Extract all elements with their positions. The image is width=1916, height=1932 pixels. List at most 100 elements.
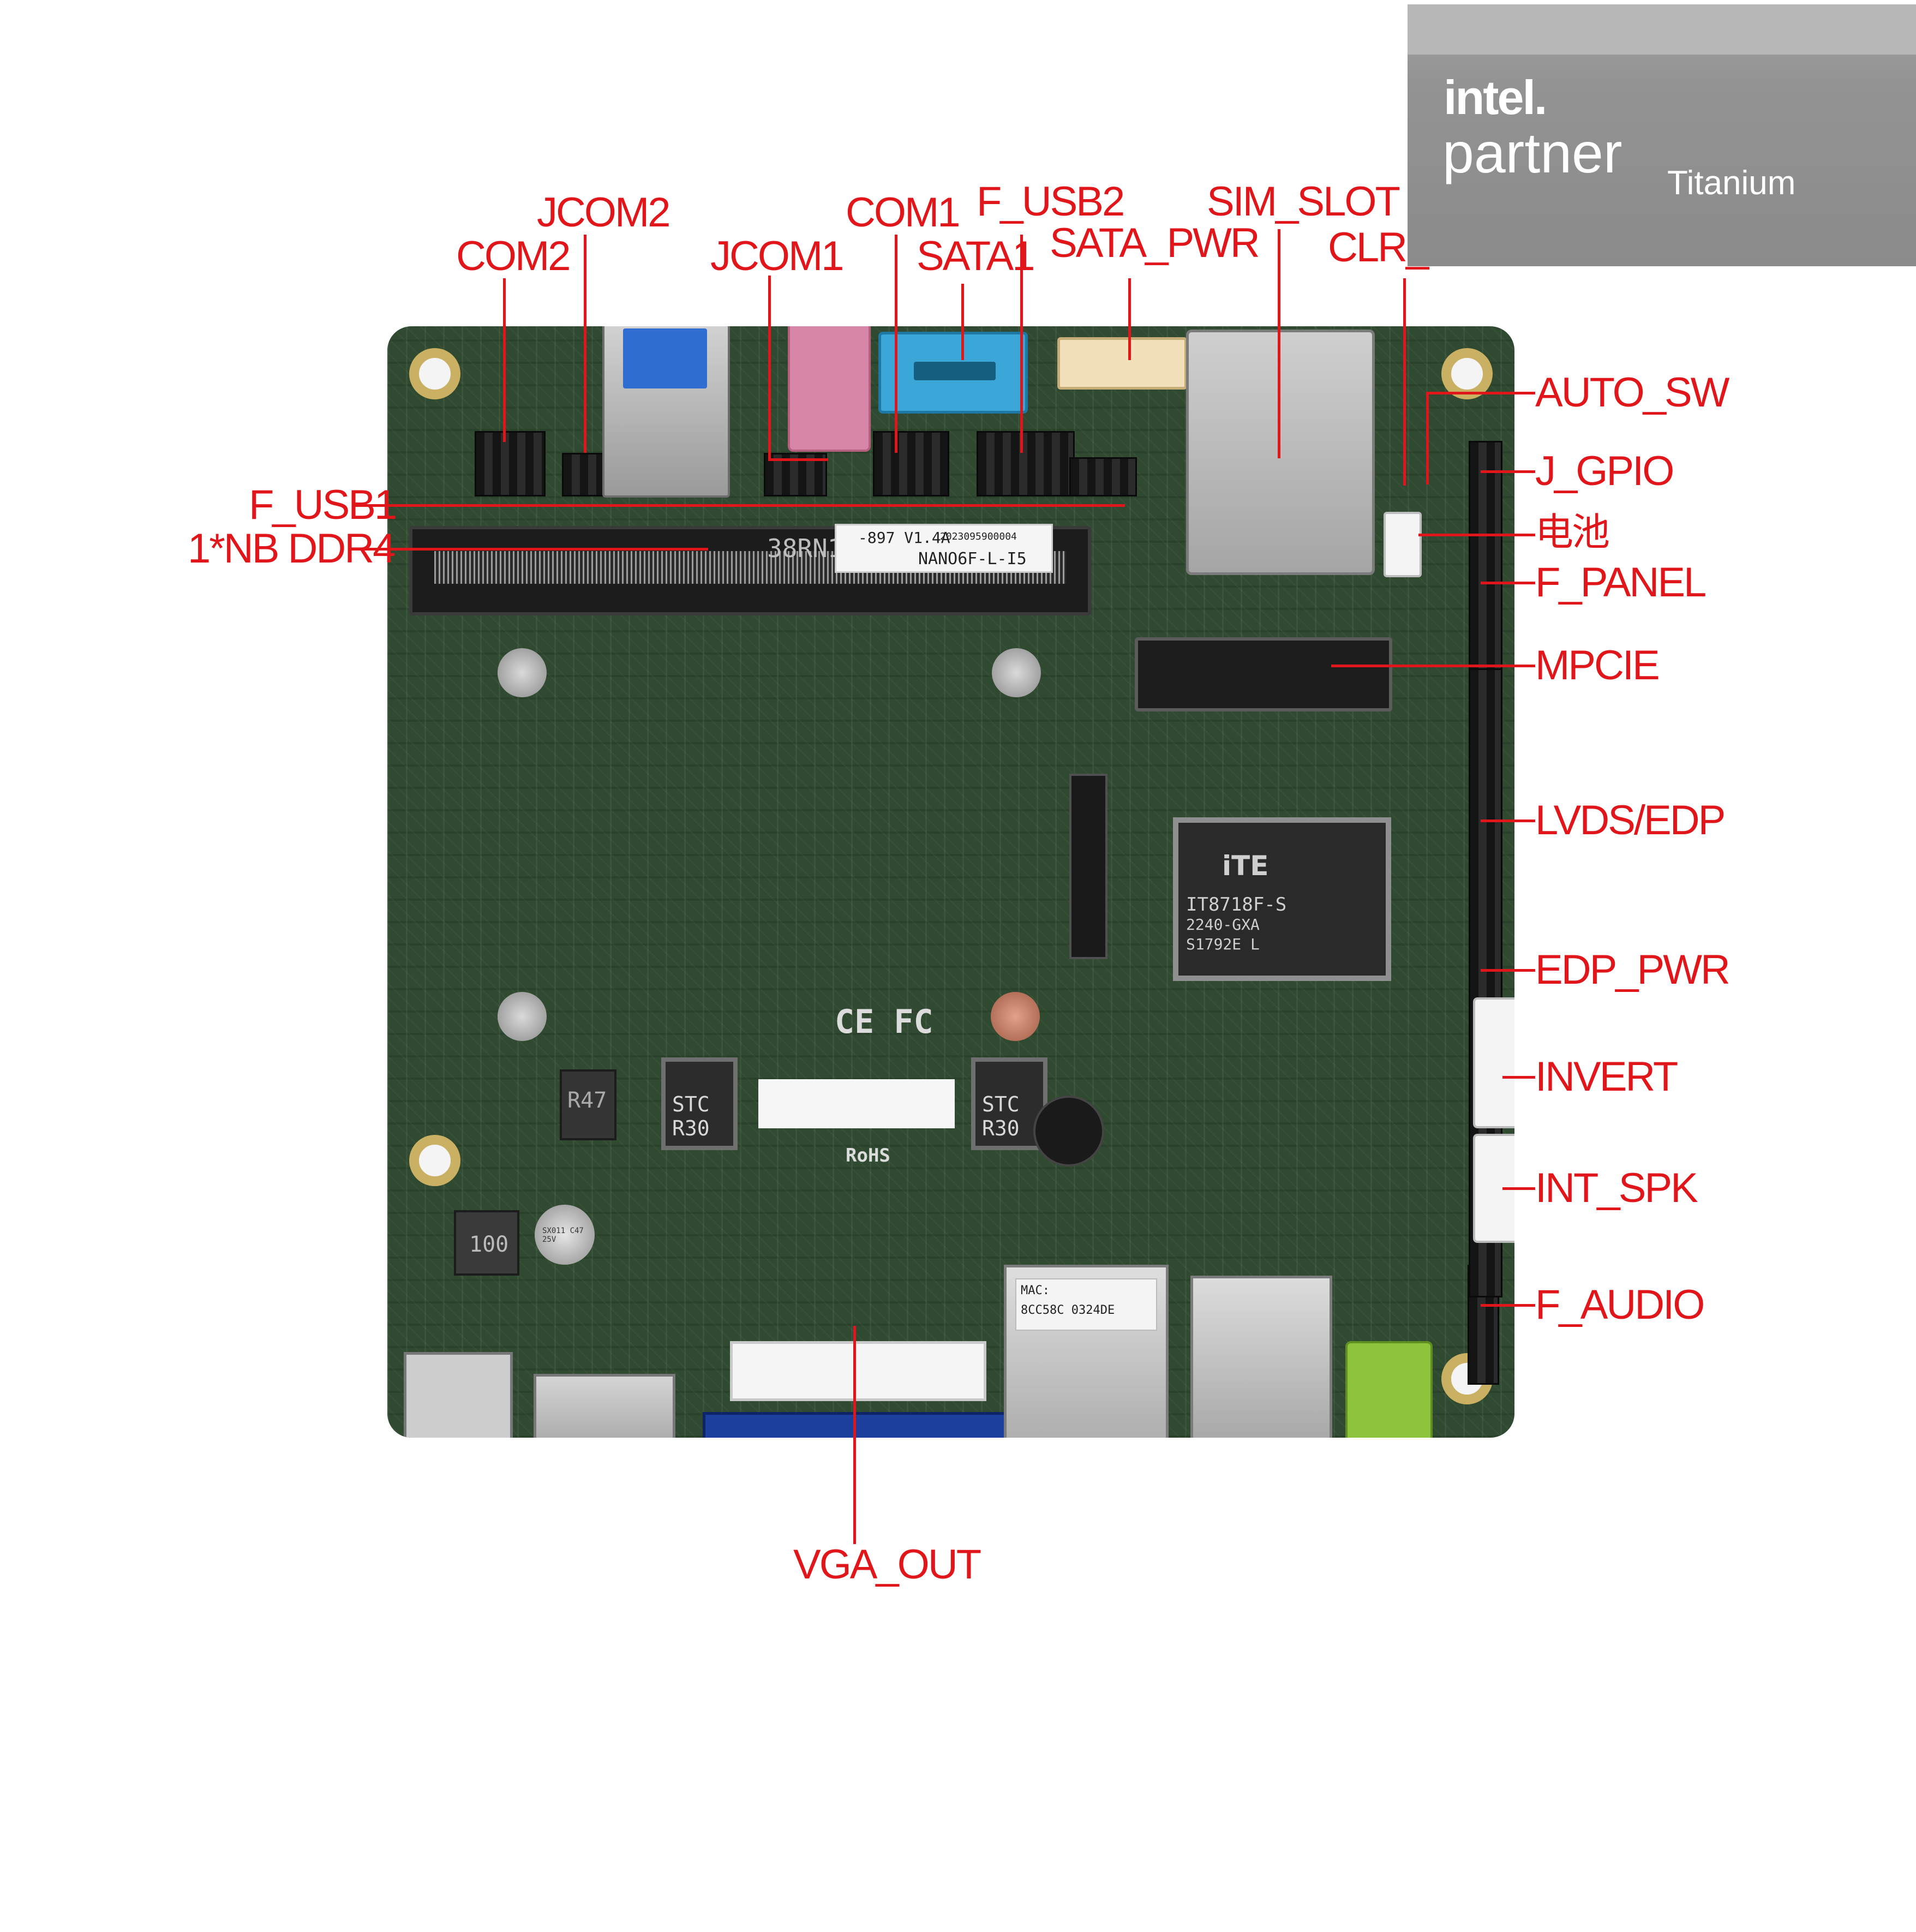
leader-j-gpio [1481, 470, 1535, 473]
white-label-strip [758, 1079, 955, 1128]
leader-sata-pwr [1128, 278, 1131, 360]
hdmi-port [534, 1374, 675, 1438]
model-version-text: -897 V1.4A [858, 529, 950, 547]
leader-invert [1502, 1076, 1535, 1079]
sata-pwr-connector [1057, 337, 1187, 390]
label-battery: 电池 [1535, 510, 1610, 554]
dual-usb-port [1190, 1276, 1332, 1438]
mounting-hole-top-left [409, 348, 460, 399]
label-f-audio: F_AUDIO [1535, 1282, 1705, 1328]
leader-f-panel [1481, 582, 1535, 584]
serial-text: 2023095900004 [940, 531, 1017, 542]
label-f-usb2: F_USB2 [977, 178, 1125, 225]
inductor-right-text: STC R30 [982, 1092, 1020, 1140]
leader-vga-out [853, 1326, 856, 1544]
screw-top-mid [992, 648, 1041, 697]
tier-text: Titanium [1667, 164, 1796, 202]
label-j-gpio: J_GPIO [1535, 448, 1674, 494]
label-sata-pwr: SATA_PWR [1050, 220, 1260, 266]
capacitor: SX011 C47 25V [535, 1205, 595, 1265]
audio-jack-pink [788, 326, 871, 452]
battery-connector [1384, 512, 1422, 577]
sim-slot [1186, 330, 1375, 575]
screw-mid-center [991, 992, 1040, 1041]
inductor-100-text: 100 [469, 1232, 509, 1257]
sata1-connector [878, 332, 1028, 414]
com1-header [873, 431, 949, 497]
inductor-r47: R47 [560, 1069, 616, 1140]
leader-auto-sw-h [1426, 392, 1535, 394]
leader-lvds-edp [1481, 820, 1535, 822]
label-sata1: SATA1 [917, 233, 1035, 279]
label-int-spk: INT_SPK [1535, 1165, 1698, 1211]
screw-mid-left [498, 992, 547, 1041]
leader-f-usb2 [1020, 235, 1023, 453]
lan-port: MAC: 8CC58C 0324DE [1004, 1265, 1169, 1438]
mac-value: 8CC58C 0324DE [1021, 1303, 1115, 1317]
capacitor-marking: SX011 C47 25V [542, 1227, 584, 1244]
intel-logo: intel. [1444, 70, 1547, 124]
label-ddr4: 1*NB DDR4 [188, 525, 396, 572]
inductor-100: 100 [454, 1210, 519, 1276]
mac-sticker: MAC: 8CC58C 0324DE [1015, 1278, 1157, 1331]
leader-mpcie [1331, 665, 1535, 667]
label-vga-out: VGA_OUT [793, 1541, 981, 1588]
f-usb1-header [1069, 457, 1137, 497]
leader-jcom1-h [768, 458, 828, 461]
label-com2: COM2 [456, 233, 571, 279]
leader-auto-sw-v [1426, 392, 1429, 485]
ite-brand-text: iTE [1222, 850, 1269, 882]
motherboard: 38RN1 -897 V1.4A NANO6F-L-I5 20230959000… [387, 326, 1514, 1438]
ddr-slot-marking: 38RN1 [767, 534, 843, 563]
usb3-port [602, 326, 730, 498]
gpio-header [1469, 441, 1502, 670]
label-jcom1: JCOM1 [710, 233, 845, 279]
label-com1: COM1 [846, 189, 961, 236]
label-jcom2: JCOM2 [537, 189, 671, 236]
badge-top-band [1408, 4, 1916, 55]
label-f-panel: F_PANEL [1535, 559, 1707, 606]
intel-partner-badge: intel. partner Titanium [1408, 4, 1916, 266]
inductor-stc-left: STC R30 [661, 1057, 738, 1150]
leader-com2 [503, 278, 506, 442]
screw-top-left [498, 648, 547, 697]
rohs-marking: RoHS [846, 1145, 890, 1167]
cert-marking: CE FC [835, 1003, 933, 1041]
ite-part-number: IT8718F-S [1186, 894, 1287, 916]
dc-jack [404, 1352, 513, 1438]
leader-sata1 [961, 284, 964, 360]
ite-chip: iTE IT8718F-S 2240-GXA S1792E L [1173, 817, 1391, 981]
resistor-mark: R47 [567, 1088, 607, 1113]
label-f-usb1: F_USB1 [249, 482, 397, 528]
model-label-text: NANO6F-L-I5 [918, 549, 1027, 569]
partner-text: partner [1442, 122, 1622, 185]
label-mpcie: MPCIE [1535, 642, 1660, 689]
leader-f-audio [1481, 1304, 1535, 1307]
f-usb2-header [977, 431, 1075, 497]
invert-connector [1473, 997, 1514, 1128]
inductor-left-text: STC R30 [672, 1092, 710, 1140]
leader-int-spk [1502, 1187, 1535, 1190]
leader-sim-slot [1278, 229, 1280, 458]
label-edp-pwr: EDP_PWR [1535, 947, 1731, 993]
label-lvds-edp: LVDS/EDP [1535, 797, 1726, 844]
leader-edp-pwr [1481, 969, 1535, 972]
buzzer [1033, 1096, 1104, 1167]
leader-jcom1-v [768, 276, 771, 461]
sodimm-buffer-chip [1069, 774, 1107, 959]
leader-f-usb1 [355, 504, 1125, 507]
mac-prefix: MAC: [1021, 1284, 1050, 1297]
leader-clr-cmos [1403, 278, 1406, 486]
label-invert: INVERT [1535, 1054, 1678, 1100]
label-sim-slot: SIM_SLOT [1207, 178, 1400, 225]
audio-jack-green [1345, 1341, 1433, 1438]
ite-lot-number: 2240-GXA [1186, 916, 1260, 934]
model-sticker: -897 V1.4A NANO6F-L-I5 2023095900004 [835, 524, 1053, 573]
mounting-hole-mid-left [409, 1135, 460, 1186]
label-auto-sw: AUTO_SW [1535, 369, 1729, 416]
leader-ddr4 [355, 548, 708, 551]
vga-port [703, 1412, 1013, 1438]
ite-date-code: S1792E L [1186, 935, 1260, 953]
mpcie-slot [1135, 637, 1392, 711]
leader-com1 [895, 235, 897, 453]
